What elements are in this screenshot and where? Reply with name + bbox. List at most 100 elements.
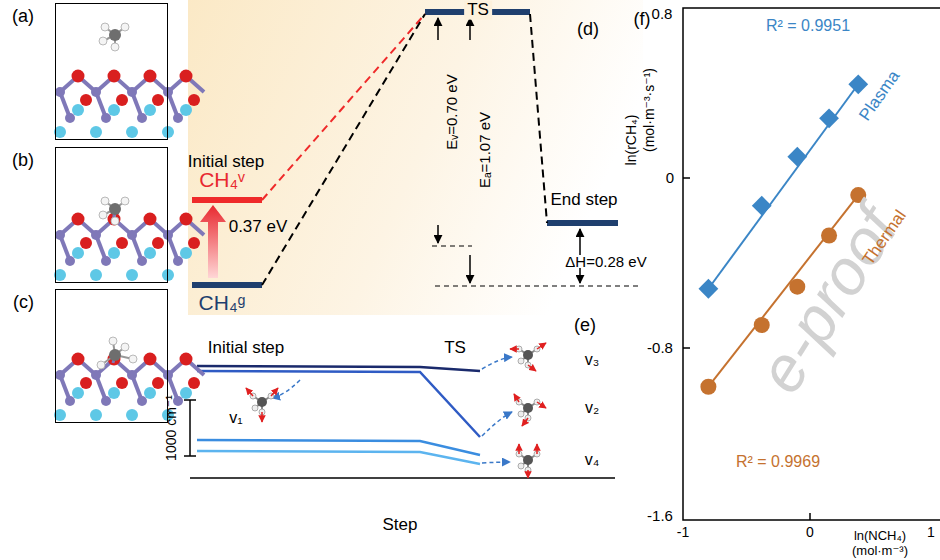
state-label: TS — [444, 339, 466, 358]
drawn-shape — [101, 396, 111, 406]
panel-label: (f) — [634, 10, 651, 30]
state-label: CH₄ᵍ — [199, 291, 246, 314]
drawn-shape — [97, 361, 105, 369]
drawn-shape — [188, 237, 200, 249]
drawn-shape — [180, 387, 192, 399]
drawn-shape — [163, 230, 173, 240]
surface-model — [54, 197, 204, 281]
data-point — [752, 196, 772, 216]
drawn-shape — [144, 353, 157, 366]
drawn-shape — [101, 113, 111, 123]
drawn-shape — [257, 397, 267, 407]
drawn-shape — [91, 87, 101, 97]
drawn-shape — [55, 230, 65, 240]
drawn-shape — [518, 358, 524, 364]
drawn-shape — [72, 353, 85, 366]
data-point — [787, 147, 807, 167]
molecule-icons — [246, 343, 546, 478]
drawn-shape — [126, 269, 138, 281]
drawn-shape — [527, 470, 529, 478]
drawn-shape — [121, 23, 129, 31]
drawn-shape — [109, 29, 121, 41]
data-point — [699, 279, 719, 299]
drawn-shape — [537, 343, 546, 349]
mode-label: v₂ — [585, 399, 599, 417]
drawn-shape — [144, 70, 157, 83]
state-label: CH₄ᵛ — [199, 168, 245, 191]
panel-label: (b) — [12, 150, 34, 171]
drawn-shape — [129, 355, 137, 363]
drawn-shape — [180, 104, 192, 116]
drawn-shape — [127, 370, 137, 380]
drawn-shape — [188, 94, 200, 106]
drawn-shape — [510, 348, 519, 350]
fit-label: R² = 0.9951 — [766, 17, 850, 35]
drawn-shape — [91, 230, 101, 240]
tick-label: -1 — [677, 525, 689, 540]
data-point — [848, 74, 868, 94]
step-label: End step — [550, 191, 617, 210]
energy-value: 0.37 eV — [229, 218, 288, 237]
energy-value: Eₐ=1.07 eV — [477, 112, 494, 188]
drawn-shape — [126, 409, 138, 421]
drawn-shape — [90, 269, 102, 281]
frequency-diagram — [184, 357, 615, 478]
drawn-shape — [152, 377, 164, 389]
drawn-shape — [173, 256, 183, 266]
drawn-shape — [101, 23, 109, 31]
drawn-shape — [180, 70, 193, 83]
panel-label: (a) — [12, 6, 34, 27]
tick-label: 0 — [806, 525, 814, 540]
drawn-shape — [127, 87, 137, 97]
axis-title: (mol·m⁻³·s⁻¹) — [642, 68, 657, 152]
drawn-shape — [80, 237, 92, 249]
methane-icon — [510, 343, 546, 371]
methane-icon — [514, 394, 546, 426]
drawn-shape — [121, 343, 129, 351]
surface-model — [54, 337, 204, 421]
drawn-shape — [144, 387, 156, 399]
drawn-shape — [101, 256, 111, 266]
drawn-shape — [180, 213, 193, 226]
drawn-shape — [137, 113, 147, 123]
tick-label: 0 — [666, 170, 674, 187]
drawn-shape — [72, 70, 85, 83]
drawn-shape — [537, 402, 546, 408]
drawn-shape — [72, 387, 84, 399]
panel-label: (c) — [13, 292, 34, 313]
tick-label: 0.8 — [652, 6, 673, 23]
drawn-shape — [72, 247, 84, 259]
drawn-shape — [144, 247, 156, 259]
surface-model — [54, 23, 204, 138]
drawn-shape — [518, 411, 524, 417]
data-point — [700, 379, 716, 395]
drawn-shape — [109, 337, 117, 345]
tick-label: 1 — [927, 525, 935, 540]
drawn-shape — [90, 126, 102, 138]
mode-label: v₃ — [585, 351, 600, 369]
drawn-shape — [514, 394, 519, 402]
drawn-shape — [108, 104, 120, 116]
surface-models — [54, 23, 204, 421]
drawn-shape — [152, 94, 164, 106]
energy-value: Eᵥ=0.70 eV — [444, 74, 461, 149]
drawn-shape — [65, 113, 75, 123]
drawn-shape — [522, 418, 528, 426]
drawn-shape — [271, 388, 278, 396]
axis-title: Step — [383, 516, 418, 535]
drawn-shape — [246, 388, 253, 396]
drawn-shape — [65, 256, 75, 266]
drawn-shape — [80, 377, 92, 389]
drawn-shape — [55, 87, 65, 97]
series-label: Plasma — [856, 67, 904, 124]
rate-plot — [683, 8, 940, 520]
axis-title: (mol·m⁻³) — [852, 544, 908, 558]
drawn-shape — [518, 463, 524, 469]
drawn-shape — [127, 230, 137, 240]
drawn-shape — [91, 370, 101, 380]
tick-label: -1.6 — [647, 508, 673, 525]
fit-label: R² = 0.9969 — [736, 453, 820, 471]
drawn-shape — [144, 104, 156, 116]
drawn-shape — [518, 444, 520, 454]
drawn-shape — [137, 256, 147, 266]
